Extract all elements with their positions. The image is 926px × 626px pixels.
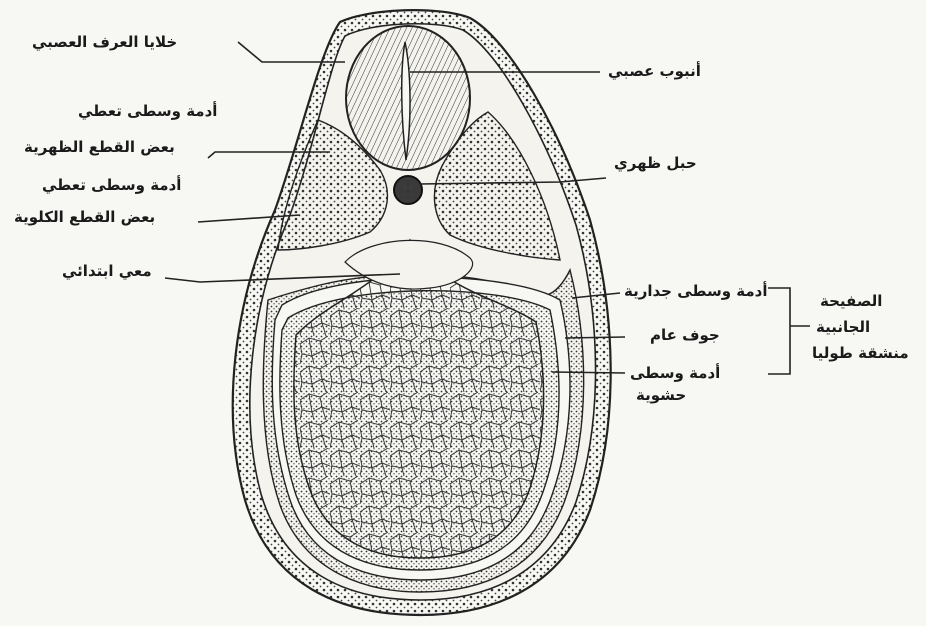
label-notochord: حبل ظهري [614,154,697,172]
notochord-core [401,183,415,197]
label-neural-crest-cells: خلايا العرف العصبي [32,33,177,51]
leader-coelom [565,337,625,338]
label-lateral-plate-line1: الصفيحة [820,292,882,310]
label-nephrotome-mesoderm-line2: بعض القطع الكلوية [14,208,155,226]
label-somite-mesoderm-line1: أدمة وسطى تعطي [78,102,217,120]
label-splanchnic-mesoderm-line1: أدمة وسطى [630,364,720,382]
label-primitive-gut: معي ابتدائي [62,262,152,280]
label-lateral-plate-line2: الجانبية [816,318,870,336]
label-somatic-mesoderm: أدمة وسطى جدارية [624,282,768,300]
label-splanchnic-mesoderm-line2: حشوية [636,386,686,404]
label-somite-mesoderm-line2: بعض القطع الظهرية [24,138,175,156]
label-neural-tube: أنبوب عصبي [608,62,701,80]
label-nephrotome-mesoderm-line1: أدمة وسطى تعطي [42,176,181,194]
label-lateral-plate-line3: منشقة طوليا [812,344,909,362]
bracket-lateral-plate [768,288,810,374]
label-coelom: جوف عام [650,326,720,344]
leader-splanchnic [552,372,625,373]
